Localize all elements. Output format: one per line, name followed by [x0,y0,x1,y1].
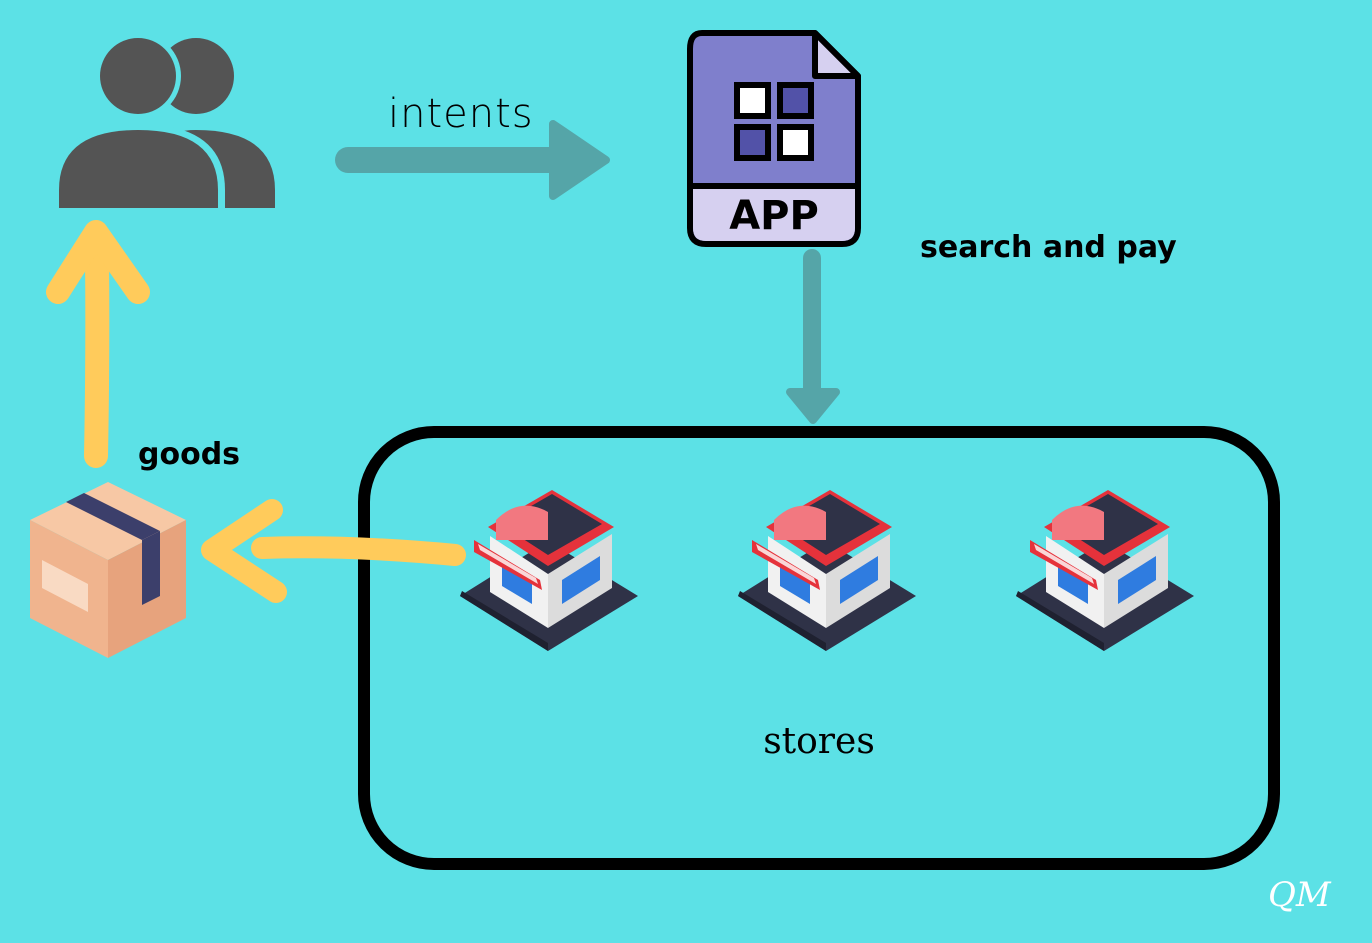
store-icon [460,490,638,651]
arrow-intents [335,120,610,200]
user-front-head [100,38,176,114]
app-grid-square-2 [777,82,814,119]
stores-frame [358,426,1280,870]
arrow-goods [46,220,150,468]
stores-label: stores [763,721,875,762]
arrow-stores-to-package [201,499,466,603]
store-window-right [562,556,600,604]
users-icon [54,33,275,208]
app-file-icon: APP [687,30,861,247]
box-tape-top [66,493,160,540]
edge-label-goods: goods [138,437,240,472]
app-grid-square-1 [734,82,771,119]
app-file-footer [693,186,855,241]
edge-label-intents: intents [388,91,534,137]
signature: QM [1268,875,1332,915]
arrow-search-and-pay [786,249,840,424]
box-tape-side [142,531,160,605]
user-front-body [59,130,218,208]
box-label [42,560,88,612]
package-box-icon [30,482,186,658]
store-sign [496,505,548,540]
app-file-fold [812,30,861,79]
edge-label-search-and-pay: search and pay [920,230,1177,265]
app-file-label: APP [729,193,819,239]
app-grid-square-4 [777,124,814,161]
user-back-head [158,38,234,114]
app-grid-square-3 [734,124,771,161]
